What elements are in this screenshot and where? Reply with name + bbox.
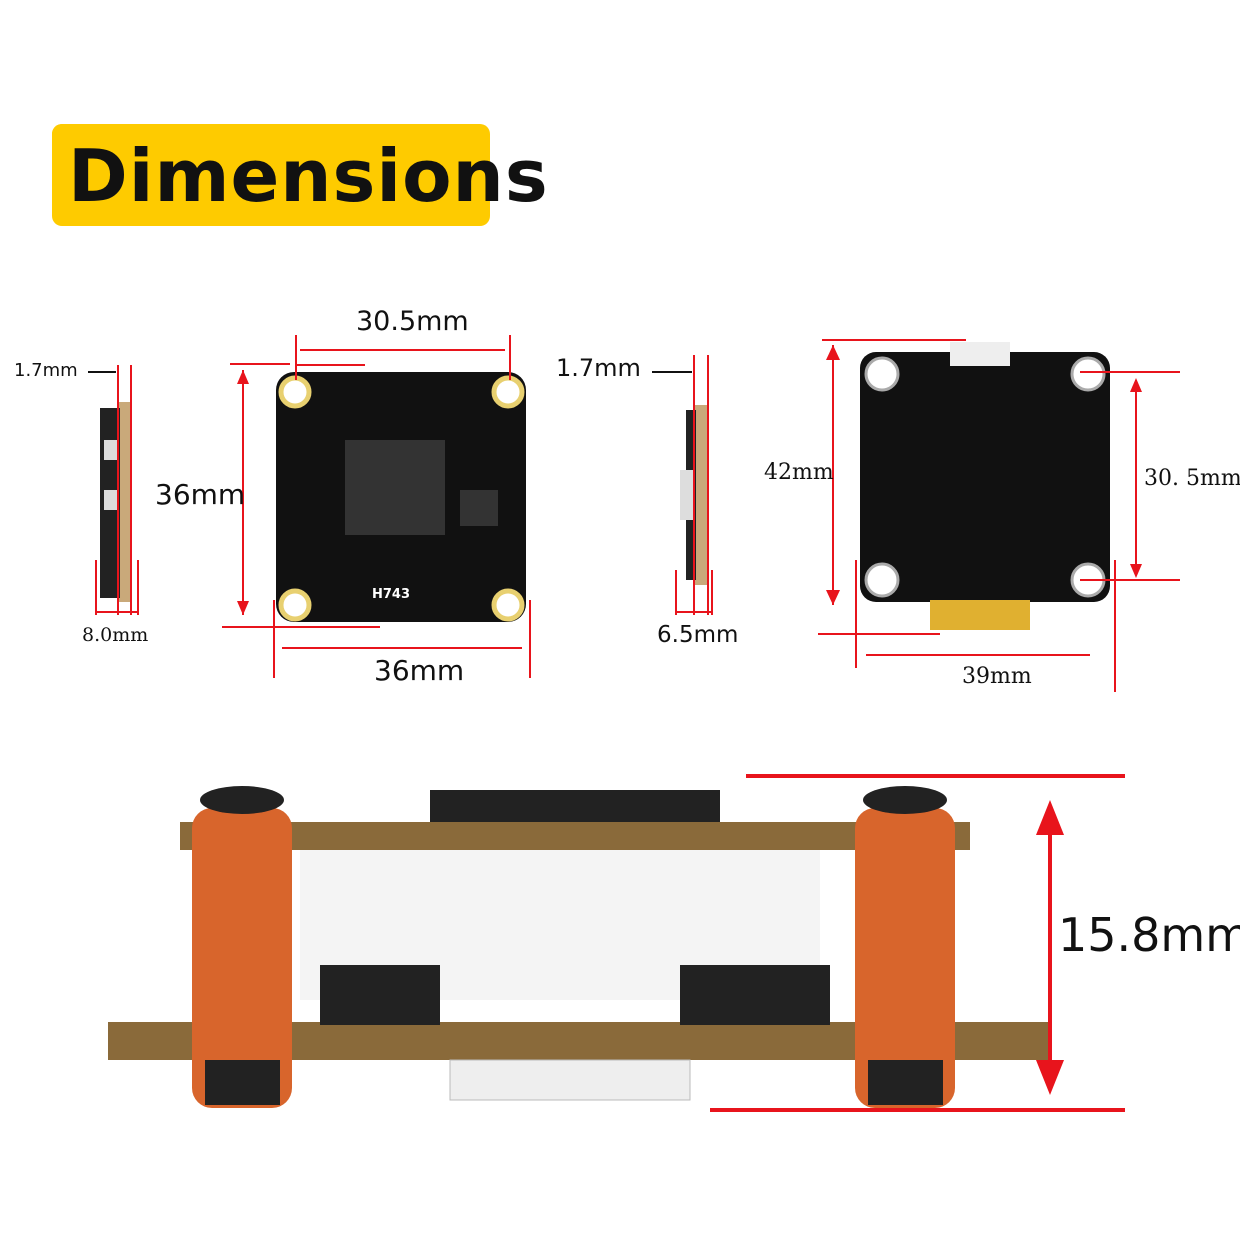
fc-width-label: 36mm — [374, 654, 465, 687]
esc-height-label: 42mm — [764, 460, 834, 485]
title-badge: Dimensions — [52, 124, 548, 226]
dimension-arrowheads — [237, 345, 1142, 1095]
dimension-lines — [88, 335, 1180, 1112]
flight-controller-board: H743 — [276, 372, 526, 622]
board-label: H743 — [372, 587, 410, 602]
esc-mount-spacing-label: 30. 5mm — [1144, 466, 1240, 491]
title: Dimensions — [68, 134, 549, 218]
esc-side-thickness-label: 1.7mm — [556, 354, 641, 382]
esc-side-view — [680, 405, 708, 585]
fc-mount-spacing-label: 30.5mm — [356, 306, 469, 337]
stack-assembly — [108, 786, 1048, 1108]
fc-side-depth-label: 8.0mm — [82, 624, 149, 646]
fc-side-thickness-label: 1.7mm — [14, 360, 78, 381]
fc-side-view — [100, 402, 132, 602]
esc-width-label: 39mm — [962, 664, 1032, 689]
stack-height-label: 15.8mm — [1058, 908, 1240, 962]
fc-height-label: 36mm — [155, 478, 246, 511]
esc-side-depth-label: 6.5mm — [657, 622, 739, 648]
esc-board — [860, 342, 1110, 630]
